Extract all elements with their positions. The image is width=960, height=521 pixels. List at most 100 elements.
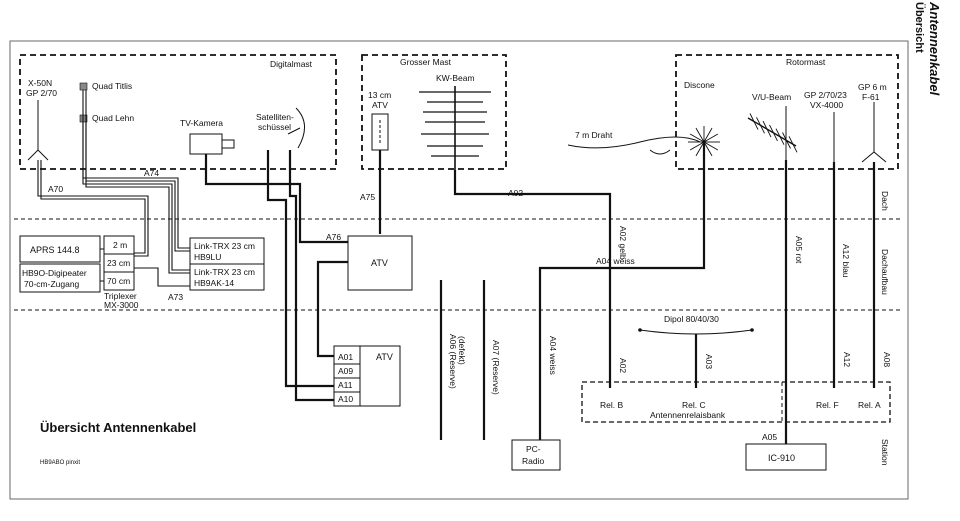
outer-frame [9,40,909,500]
cable-quad-lehn [82,122,190,271]
dipol-left-end-icon [638,328,642,332]
wire-antenna-icon [567,136,701,149]
atv2-box [333,345,401,407]
cable-a02 [453,170,612,388]
antenna-gp6-label: GP 6 m [858,82,887,92]
atv2-label: ATV [376,352,393,362]
triplexer-box [103,235,135,291]
satellite-dish-icon [295,107,305,149]
digipeater-label: HB9O-Digipeater [22,268,87,278]
link-trx-hb9ak-call: HB9AK-14 [194,278,234,288]
cable-label-a06-defekt: (defekt) [457,336,467,365]
dipol-right-end-icon [750,328,754,332]
zone-label-dachaufbau: Dachaufbau [880,249,890,295]
atv2-port-a11: A11 [338,380,353,390]
relaisbank-box [581,381,891,423]
side-subtitle: Übersicht [913,2,926,53]
triplexer-70cm: 70 cm [107,276,130,286]
antenna-sat-sublabel: schüssel [258,122,291,132]
digipeater-box [19,263,101,293]
antenna-vu-beam-label: V/U-Beam [752,92,791,102]
link-trx-hb9lu-label: Link-TRX 23 cm [194,241,255,251]
wire-antenna-loop-icon [649,149,671,155]
antenna-quad-lehn-label: Quad Lehn [92,113,134,123]
cable-label-a05-rot: A05 rot [794,236,804,264]
antenna-x50n-label: X-50N [28,78,52,88]
side-title: Antennenkabel [927,1,942,96]
atv2-port-a09: A09 [338,366,353,376]
mast-zone-rotor [675,54,899,170]
cable-a70 [37,160,149,257]
credit: HB9ABO pinxit [40,460,80,466]
antenna-tv-kamera-label: TV-Kamera [180,118,223,128]
cable-atv-a11 [266,150,334,388]
cable-label-a73: A73 [168,292,183,302]
atv2-port-a01: A01 [338,352,353,362]
cable-label-a04-weiss-vertical: A04 weiss [548,336,558,375]
antenna-x50n-sublabel: GP 2/70 [26,88,57,98]
cable-label-a12: A12 [842,352,852,367]
antenna-discone-label: Discone [684,80,715,90]
cable-label-a74: A74 [144,168,159,178]
atv-box [347,235,413,291]
mast-label-digital: Digitalmast [270,59,313,69]
pc-radio-sublabel: Radio [522,456,544,466]
cable-label-a04-weiss: A04 weiss [596,256,635,266]
cable-label-a05: A05 [762,432,777,442]
rel-f-label: Rel. F [816,400,839,410]
cable-label-a03: A03 [704,354,714,369]
aprs-label: APRS 144.8 [30,245,80,255]
mast-zone-digital [19,54,337,170]
dipol-antenna-icon [639,329,753,335]
cable-label-a75: A75 [360,192,375,202]
gp6-antenna-icon [861,102,887,163]
kw-beam-icon [419,86,491,170]
cable-label-a07: A07 (Reserve) [491,340,501,395]
atv-label: ATV [371,258,388,268]
mast-zone-grosser [361,54,507,170]
ic910-box [745,443,827,471]
pc-radio-label: PC- [526,444,541,454]
quad-titlis-icon [79,82,88,91]
camera-icon [189,133,235,155]
link-trx-hb9ak-label: Link-TRX 23 cm [194,267,255,277]
rel-a-label: Rel. A [858,400,881,410]
mast-label-rotor: Rotormast [786,57,826,67]
antenna-gp6-sublabel: F-61 [862,92,880,102]
cable-label-a08: A08 [882,352,892,367]
antenna-sat-label: Satelliten- [256,112,294,122]
gp-antenna-icon [27,100,49,161]
antenna-gp27023-label: GP 2/70/23 [804,90,847,100]
vu-beam-icon [747,113,798,153]
antenna-kw-beam-label: KW-Beam [436,73,475,83]
antenna-gp27023-sublabel: VX-4000 [810,100,843,110]
cable-label-a06: A06 (Reserve) [448,334,458,389]
aprs-box [19,235,101,263]
diagram-title: Übersicht Antennenkabel [40,420,196,435]
cable-label-a70: A70 [48,184,63,194]
triplexer-2m: 2 m [113,240,127,250]
cable-label-a76: A76 [326,232,341,242]
link-trx-hb9lu-box [189,237,265,265]
cable-a76 [204,154,348,244]
triplexer-label: Triplexer [104,291,137,301]
cable-label-a02-low: A02 [618,358,628,373]
rel-c-label: Rel. C [682,400,706,410]
zone-label-dach: Dach [880,191,890,211]
ic910-label: IC-910 [768,453,795,463]
pc-radio-box [511,439,561,471]
atv2-port-a10: A10 [338,394,353,404]
relaisbank-label: Antennenrelaisbank [650,410,726,420]
atv-antenna-icon [371,113,389,151]
mast-label-grosser: Grosser Mast [400,57,452,67]
cable-label-a02-gelb: A02 gelb [618,226,628,260]
antenna-atv13-label: 13 cm [368,90,391,100]
cable-atv-a10 [288,150,334,402]
digipeater-sublabel: 70-cm-Zugang [24,279,80,289]
zone-label-station: Station [880,439,890,466]
cable-a70-inner [40,160,146,254]
triplexer-model: MX-3000 [104,300,139,310]
cable-label-a02: A02 [508,188,523,198]
